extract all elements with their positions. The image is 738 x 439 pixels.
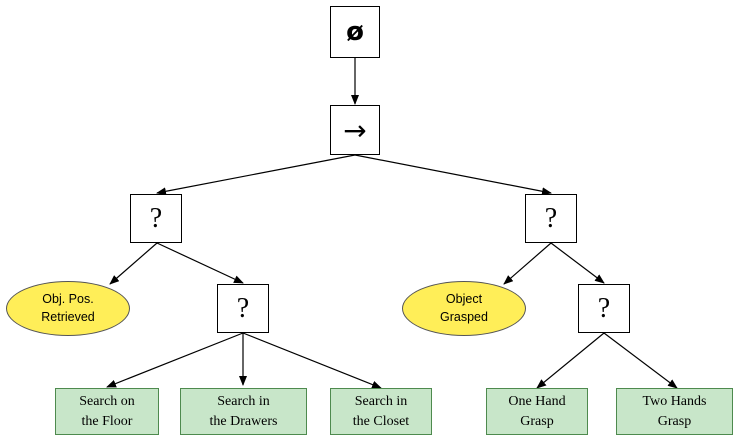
condition-object-grasped: Object Grasped: [402, 281, 526, 336]
condition-obj-pos-retrieved: Obj. Pos. Retrieved: [6, 281, 130, 336]
action-search-closet: Search in the Closet: [330, 388, 432, 435]
action-one-hand-grasp: One Hand Grasp: [486, 388, 588, 435]
fallback-node-right: ?: [525, 194, 577, 243]
condition-obj-pos-label: Obj. Pos. Retrieved: [41, 292, 95, 324]
fallback-node-left: ?: [130, 194, 182, 243]
edge-sequence-to-fallback-left: [156, 154, 356, 196]
edge-fallback-grasp-to-two-hands: [603, 332, 678, 389]
fallback-search-symbol: ?: [236, 292, 250, 324]
fallback-node-search: ?: [217, 284, 269, 333]
fallback-left-symbol: ?: [149, 202, 163, 234]
edge-fallback-search-to-floor: [106, 332, 244, 388]
edge-fallback-search-to-closet: [242, 332, 382, 389]
edge-fallback-right-to-fallback-grasp: [550, 242, 605, 284]
condition-object-grasped-label: Object Grasped: [440, 292, 488, 324]
fallback-node-grasp: ?: [578, 284, 630, 333]
action-search-drawers: Search in the Drawers: [180, 388, 307, 435]
root-symbol: ø: [346, 17, 364, 47]
sequence-symbol: →: [343, 113, 367, 147]
root-node: ø: [330, 6, 380, 58]
edge-fallback-left-to-fallback-search: [156, 242, 244, 284]
action-search-floor-label: Search on the Floor: [79, 393, 135, 429]
edge-fallback-left-to-condition: [109, 242, 158, 285]
edge-fallback-grasp-to-one-hand: [536, 332, 605, 389]
action-search-drawers-label: Search in the Drawers: [209, 393, 278, 429]
action-search-floor: Search on the Floor: [55, 388, 159, 435]
action-search-closet-label: Search in the Closet: [352, 393, 410, 429]
action-two-hands-grasp: Two Hands Grasp: [616, 388, 733, 435]
action-two-hands-label: Two Hands Grasp: [642, 393, 707, 429]
fallback-grasp-symbol: ?: [597, 292, 611, 324]
edge-sequence-to-fallback-right: [354, 154, 552, 196]
edge-fallback-right-to-condition: [503, 242, 552, 285]
sequence-node: →: [330, 105, 380, 155]
fallback-right-symbol: ?: [544, 202, 558, 234]
action-one-hand-label: One Hand Grasp: [508, 393, 566, 429]
